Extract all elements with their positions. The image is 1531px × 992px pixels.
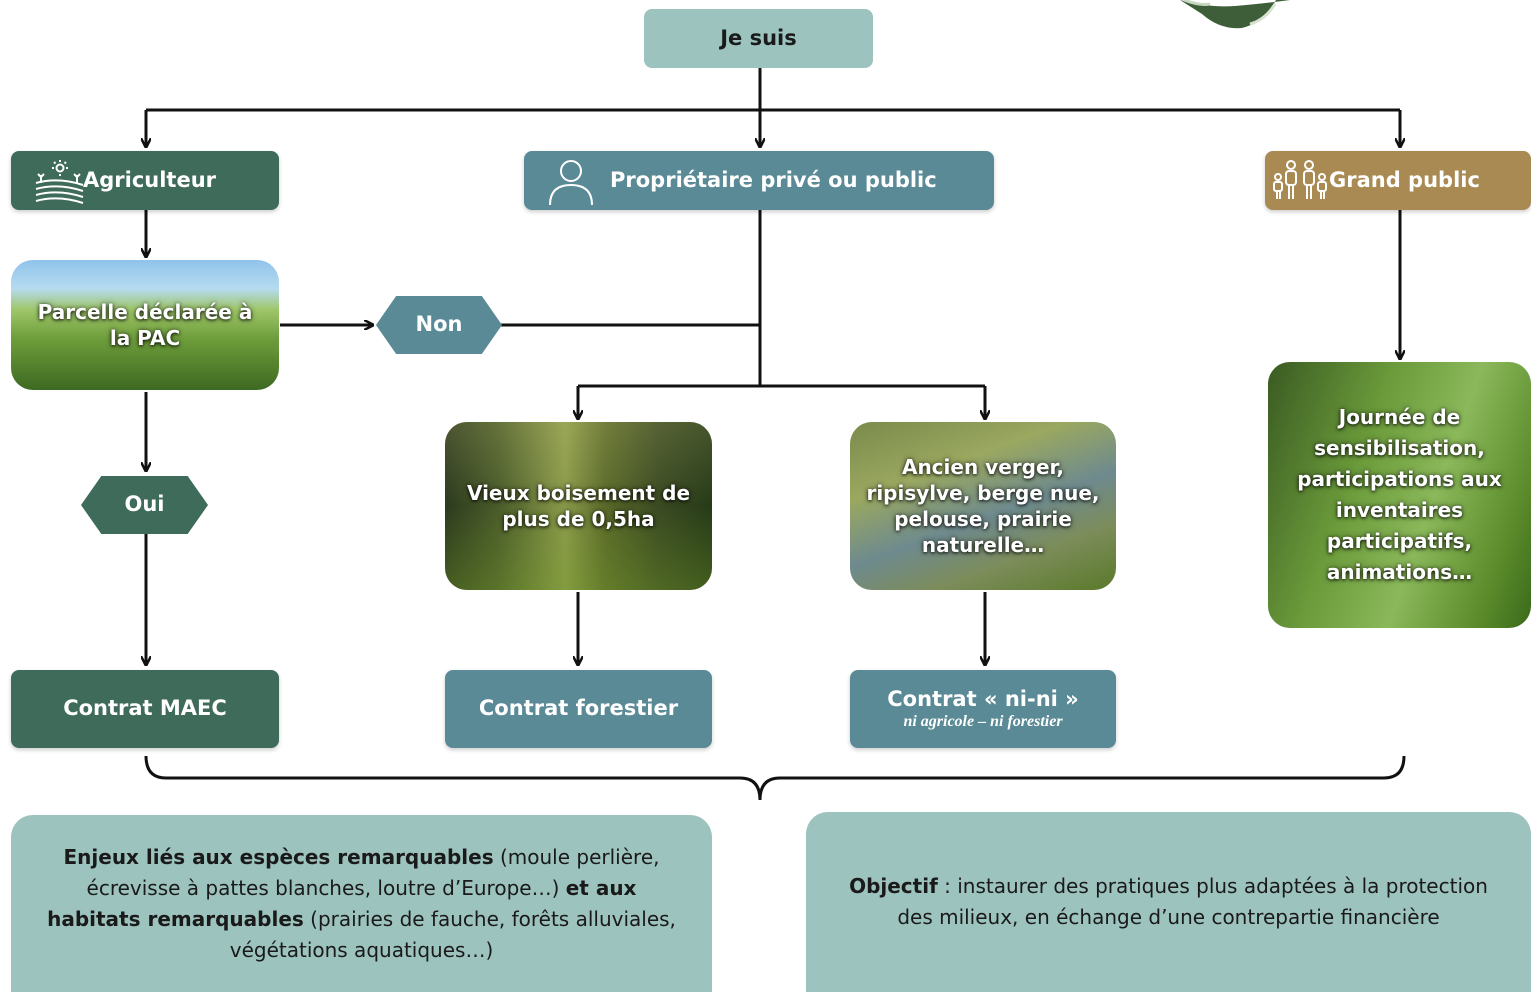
decision-non-label: Non [415,312,463,337]
enjeux-bold-1: Enjeux liés aux espèces remarquables [63,844,494,869]
category-agriculteur: Agriculteur [11,151,279,210]
decision-oui-label: Oui [124,492,165,517]
contract-ni-ni: Contrat « ni-ni » ni agricole – ni fores… [850,670,1116,748]
enjeux-text-2: (prairies de fauche, forêts alluviales, … [229,906,676,962]
enjeux-text-1: (moule perlière, écrevisse à pattes blan… [86,844,660,900]
node-journee-sensibilisation-label: Journée de sensibilisation, participatio… [1297,405,1502,584]
category-grand-public-label: Grand public [1329,167,1480,192]
contract-forestier: Contrat forestier [445,670,712,748]
contract-ni-ni-subtitle: ni agricole – ni forestier [903,713,1063,731]
decision-non: Non [376,296,502,354]
contract-ni-ni-title: Contrat « ni-ni » [887,686,1079,711]
bottom-objectif: Objectif : instaurer des pratiques plus … [806,812,1531,992]
category-proprietaire: Propriétaire privé ou public [524,151,994,210]
bottom-enjeux-text: Enjeux liés aux espèces remarquables (mo… [11,842,712,966]
enjeux-bold-2: et aux habitats remarquables [47,875,637,931]
root-node-je-suis: Je suis [644,9,873,68]
node-parcelle-pac: Parcelle déclarée à la PAC [11,260,279,390]
objectif-text: : instaurer des pratiques plus adaptées … [897,874,1488,929]
corner-leaf-decoration [1180,0,1290,29]
category-proprietaire-label: Propriétaire privé ou public [610,167,937,192]
root-label: Je suis [720,25,797,50]
objectif-bold: Objectif [849,874,938,898]
node-ancien-verger: Ancien verger, ripisylve, berge nue, pel… [850,422,1116,590]
contract-maec-label: Contrat MAEC [63,696,227,721]
node-journee-sensibilisation: Journée de sensibilisation, participatio… [1268,362,1531,628]
node-vieux-boisement: Vieux boisement de plus de 0,5ha [445,422,712,590]
field-sun-icon [35,160,84,204]
category-agriculteur-label: Agriculteur [83,167,217,192]
contract-forestier-label: Contrat forestier [478,696,679,721]
node-vieux-boisement-label: Vieux boisement de plus de 0,5ha [466,481,691,531]
node-ancien-verger-label: Ancien verger, ripisylve, berge nue, pel… [866,455,1100,557]
bottom-objectif-text: Objectif : instaurer des pratiques plus … [806,871,1531,933]
contract-maec: Contrat MAEC [11,670,279,748]
node-parcelle-pac-label: Parcelle déclarée à la PAC [37,300,253,350]
family-icon [1273,160,1327,199]
person-outline-icon [549,160,593,206]
decision-oui: Oui [81,476,208,534]
category-grand-public: Grand public [1265,151,1531,210]
bottom-enjeux: Enjeux liés aux espèces remarquables (mo… [11,815,712,992]
